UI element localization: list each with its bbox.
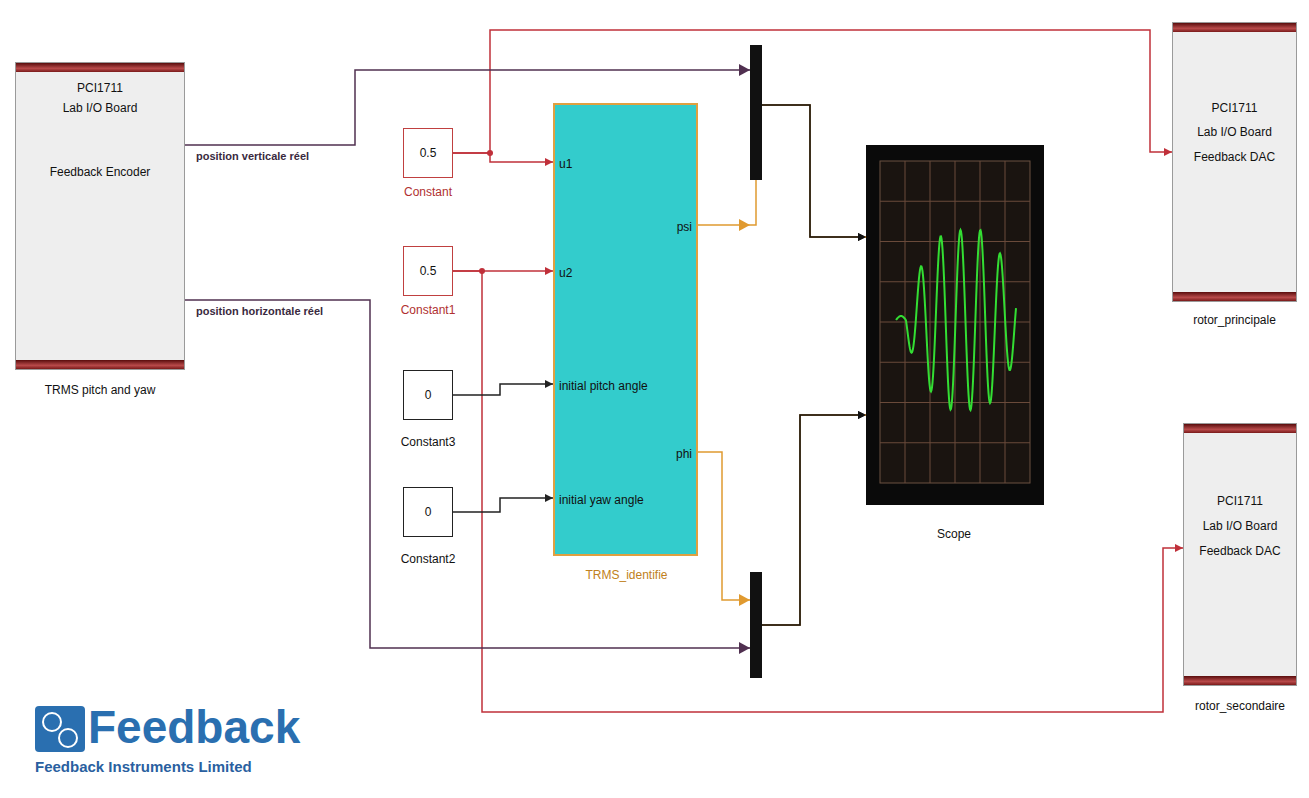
constant-block: 0.5Constant1 xyxy=(403,246,453,296)
block-name: TRMS pitch and yaw xyxy=(45,383,156,397)
signal-wire xyxy=(698,105,866,237)
constant-block: 0Constant3 xyxy=(403,370,453,420)
mux-bar xyxy=(750,572,762,678)
block-text: Lab I/O Board xyxy=(1197,125,1272,139)
grid-line xyxy=(880,241,1030,242)
branch-dot xyxy=(479,268,485,274)
header-bar xyxy=(16,63,184,72)
signal-label: position verticale réel xyxy=(194,150,311,162)
grid-line xyxy=(880,402,1030,403)
mux-input-arrow xyxy=(739,64,750,76)
block-name: Scope xyxy=(937,527,971,541)
io-board-block: PCI1711Lab I/O BoardFeedback EncoderTRMS… xyxy=(15,62,185,370)
header-bar xyxy=(1184,424,1296,433)
block-name: Constant2 xyxy=(401,552,456,566)
block-name: rotor_principale xyxy=(1193,313,1276,327)
block-name: Constant3 xyxy=(401,435,456,449)
block-text: PCI1711 xyxy=(1212,101,1258,115)
header-bar xyxy=(16,360,184,369)
block-text: Feedback Encoder xyxy=(50,165,151,179)
mux-input-arrow xyxy=(739,594,750,606)
logo-icon xyxy=(43,713,61,731)
mux-input-arrow xyxy=(739,642,750,654)
header-bar xyxy=(1173,23,1296,32)
block-text: PCI1711 xyxy=(77,81,123,95)
port-label: u2 xyxy=(559,266,572,280)
logo-icon xyxy=(59,729,77,747)
constant-block: 0.5Constant xyxy=(403,128,453,178)
logo-wordmark: Feedback xyxy=(88,700,300,754)
scope-block: Scope xyxy=(866,145,1044,505)
block-name: TRMS_identifie xyxy=(585,568,667,582)
mux-output-wire xyxy=(762,415,858,625)
block-text: 0.5 xyxy=(404,146,452,160)
block-name: Constant xyxy=(404,185,452,199)
block-text: 0.5 xyxy=(404,264,452,278)
block-name: rotor_secondaire xyxy=(1195,699,1285,713)
block-name: Constant1 xyxy=(401,303,456,317)
logo-icon xyxy=(35,706,85,752)
io-board-block: PCI1711Lab I/O BoardFeedback DACrotor_se… xyxy=(1183,423,1297,686)
block-text: Lab I/O Board xyxy=(1203,519,1278,533)
mux-bar xyxy=(750,45,762,180)
mux-output-wire xyxy=(762,105,858,237)
signal-wire xyxy=(453,384,553,395)
block-text: Lab I/O Board xyxy=(63,101,138,115)
signal-wire xyxy=(453,153,553,162)
signal-wire xyxy=(185,300,866,648)
header-bar xyxy=(1173,292,1296,301)
port-label: psi xyxy=(677,220,692,234)
grid-line xyxy=(880,201,1030,202)
signal-wire xyxy=(453,498,553,512)
block-text: Feedback DAC xyxy=(1194,150,1275,164)
subsystem-block: u1 u2 initial pitch angle initial yaw angle… xyxy=(553,103,698,556)
waveform xyxy=(896,230,1016,410)
port-label: u1 xyxy=(559,157,572,171)
logo-subtitle: Feedback Instruments Limited xyxy=(35,758,252,775)
grid-line xyxy=(880,442,1030,443)
header-bar xyxy=(1184,676,1296,685)
constant-block: 0Constant2 xyxy=(403,487,453,537)
block-text: Feedback DAC xyxy=(1199,544,1280,558)
mux-input-arrow xyxy=(739,219,750,231)
block-text: 0 xyxy=(404,388,452,402)
signal-label: position horizontale réel xyxy=(194,305,325,317)
block-text: PCI1711 xyxy=(1217,494,1263,508)
scope-housing xyxy=(866,145,1044,505)
branch-dot xyxy=(487,150,493,156)
signal-wire xyxy=(698,415,866,625)
grid-line xyxy=(880,281,1030,282)
io-board-block: PCI1711Lab I/O BoardFeedback DACrotor_pr… xyxy=(1172,22,1297,302)
block-text: 0 xyxy=(404,505,452,519)
port-label: initial yaw angle xyxy=(559,493,644,507)
signal-wire xyxy=(185,70,866,237)
port-label: initial pitch angle xyxy=(559,379,648,393)
scope-display xyxy=(880,161,1030,483)
port-label: phi xyxy=(676,447,692,461)
scope-screen xyxy=(866,145,1044,505)
